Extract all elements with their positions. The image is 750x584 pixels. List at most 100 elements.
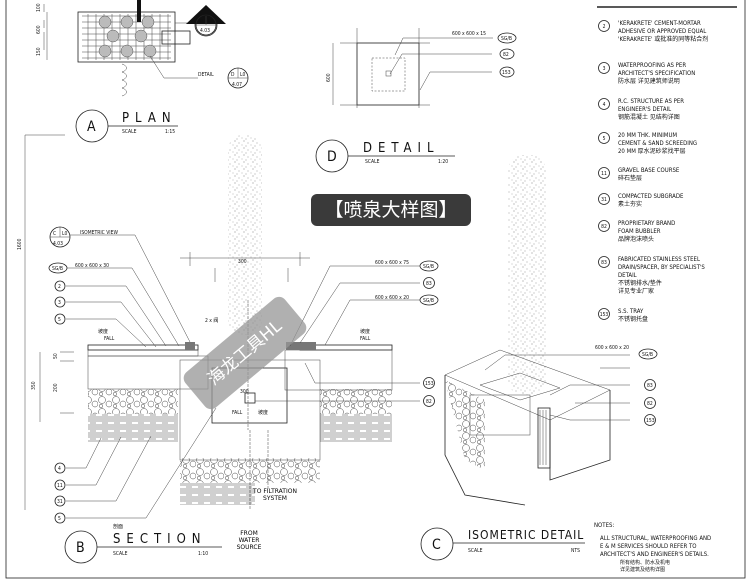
svg-text:600: 600 <box>36 25 42 34</box>
svg-text:600 x 600 x 15: 600 x 600 x 15 <box>452 31 486 37</box>
svg-text:83: 83 <box>426 281 432 287</box>
legend-line: 品牌泡沫喷头 <box>618 235 654 243</box>
legend-line: 'KERAKRETE' CEMENT-MORTAR <box>618 20 701 27</box>
svg-text:B: B <box>200 19 203 25</box>
detail-tags: SG/B 82 153 <box>497 32 517 78</box>
legend-tag-circle <box>598 308 610 320</box>
svg-text:坡度: 坡度 <box>360 328 370 335</box>
svg-text:FALL: FALL <box>232 410 243 416</box>
legend-line: 20 MM THK. MINIMUM <box>618 132 677 139</box>
legend-line: ADHESIVE OR APPROVED EQUAL <box>618 28 706 35</box>
drawing-banner-title: 【喷泉大样图】 <box>311 194 471 226</box>
svg-text:SCALE: SCALE <box>113 551 128 557</box>
svg-text:4.07: 4.07 <box>232 82 242 88</box>
svg-text:B: B <box>76 540 85 556</box>
legend-line: FOAM BUBBLER <box>618 228 661 235</box>
svg-text:100: 100 <box>36 3 42 12</box>
legend-line: GRAVEL BASE COURSE <box>618 167 680 174</box>
svg-text:ALL STRUCTURAL, WATERPROOFING: ALL STRUCTURAL, WATERPROOFING AND <box>600 535 711 542</box>
svg-text:5: 5 <box>58 516 61 522</box>
section-title: SECTION <box>113 532 207 547</box>
svg-text:153: 153 <box>646 418 655 424</box>
legend-tag-circle <box>598 132 610 144</box>
svg-text:350: 350 <box>31 381 37 390</box>
legend-line: COMPACTED SUBGRADE <box>618 193 684 200</box>
svg-text:153: 153 <box>502 70 511 76</box>
legend-line: ENGINEER'S DETAIL <box>618 106 671 113</box>
legend-line: 素土夯实 <box>618 200 642 208</box>
legend-tag-circle <box>598 193 610 205</box>
legend-tag-circle <box>598 98 610 110</box>
svg-text:300: 300 <box>238 259 247 265</box>
legend-line: 20 MM 厚水泥砂浆找平层 <box>618 147 686 155</box>
svg-text:300: 300 <box>240 389 249 395</box>
svg-text:SCALE: SCALE <box>365 159 380 165</box>
legend-line: WATERPROOFING AS PER <box>618 62 686 69</box>
svg-text:5: 5 <box>58 317 61 323</box>
svg-text:SCALE: SCALE <box>468 548 483 554</box>
svg-text:坡度: 坡度 <box>258 409 268 416</box>
svg-text:NOTES:: NOTES: <box>594 522 614 529</box>
legend-tag-circle <box>598 220 610 232</box>
legend-tag-circle <box>598 256 610 268</box>
svg-text:83: 83 <box>647 383 653 389</box>
legend-line: 'KERAKRETE' 或批准的同等粘合剂 <box>618 35 708 43</box>
general-notes: NOTES: ALL STRUCTURAL, WATERPROOFING AND… <box>594 522 711 573</box>
legend-tag: 31 <box>601 197 607 203</box>
svg-text:L0: L0 <box>62 231 68 237</box>
svg-text:82: 82 <box>426 399 432 405</box>
svg-text:11: 11 <box>57 483 63 489</box>
legend-tag: 4 <box>603 102 606 108</box>
svg-text:50: 50 <box>53 353 59 359</box>
svg-text:SG/B: SG/B <box>501 36 512 42</box>
svg-text:DETAIL: DETAIL <box>198 72 214 78</box>
svg-text:所有结构、防水及机电: 所有结构、防水及机电 <box>620 559 670 566</box>
legend-line: 不锈钢托盘 <box>618 315 648 323</box>
svg-text:82: 82 <box>647 401 653 407</box>
svg-text:4.03: 4.03 <box>200 28 210 34</box>
legend-line: CEMENT & SAND SCREEDING <box>618 140 697 147</box>
svg-text:600 x 600 x 75: 600 x 600 x 75 <box>375 260 409 266</box>
isometric-view: 600 x 600 x 20 SG/B 83 82 153 C ISOMETRI… <box>420 345 658 561</box>
legend-line: R.C. STRUCTURE AS PER <box>618 98 684 105</box>
svg-text:FALL: FALL <box>360 336 371 342</box>
legend-line: 详见专业厂家 <box>618 287 654 295</box>
legend-tag-circle <box>598 62 610 74</box>
legend-tag-circle <box>598 167 610 179</box>
detail-title: DETAIL <box>363 141 440 156</box>
svg-text:D: D <box>231 72 235 78</box>
svg-text:1:10: 1:10 <box>198 551 208 557</box>
svg-text:1:20: 1:20 <box>438 159 448 165</box>
section-ref-marker[interactable]: B L0 4.03 <box>186 5 226 37</box>
fountain-spray-iso <box>508 155 546 395</box>
legend-tag-circle <box>598 20 610 32</box>
svg-text:FALL: FALL <box>104 336 115 342</box>
plan-title: PLAN <box>122 111 177 126</box>
svg-text:4.03: 4.03 <box>53 241 63 247</box>
legend-line: 防水层 详见建筑师说明 <box>618 77 680 85</box>
svg-text:150: 150 <box>36 47 42 56</box>
svg-text:D: D <box>327 149 337 165</box>
svg-text:L0: L0 <box>208 19 214 25</box>
svg-text:SG/B: SG/B <box>423 264 434 270</box>
svg-text:31: 31 <box>57 499 63 505</box>
legend-line: FABRICATED STAINLESS STEEL <box>618 256 700 263</box>
svg-text:SCALE: SCALE <box>122 129 137 135</box>
svg-text:4: 4 <box>58 466 61 472</box>
legend-line: 钢筋混凝土 见结构详图 <box>618 113 680 121</box>
detail-view: 600 600 x 600 x 15 SG/B 82 153 D DETAIL … <box>315 28 517 173</box>
svg-text:NTS: NTS <box>571 548 580 554</box>
legend-line: PROPRIETARY BRAND <box>618 220 675 227</box>
legend-tag: 2 <box>603 24 606 30</box>
svg-text:2: 2 <box>58 284 61 290</box>
svg-text:82: 82 <box>503 52 509 58</box>
svg-text:E & M SERVICES SHOULD REFER TO: E & M SERVICES SHOULD REFER TO <box>600 543 697 550</box>
svg-text:SG/B: SG/B <box>423 298 434 304</box>
